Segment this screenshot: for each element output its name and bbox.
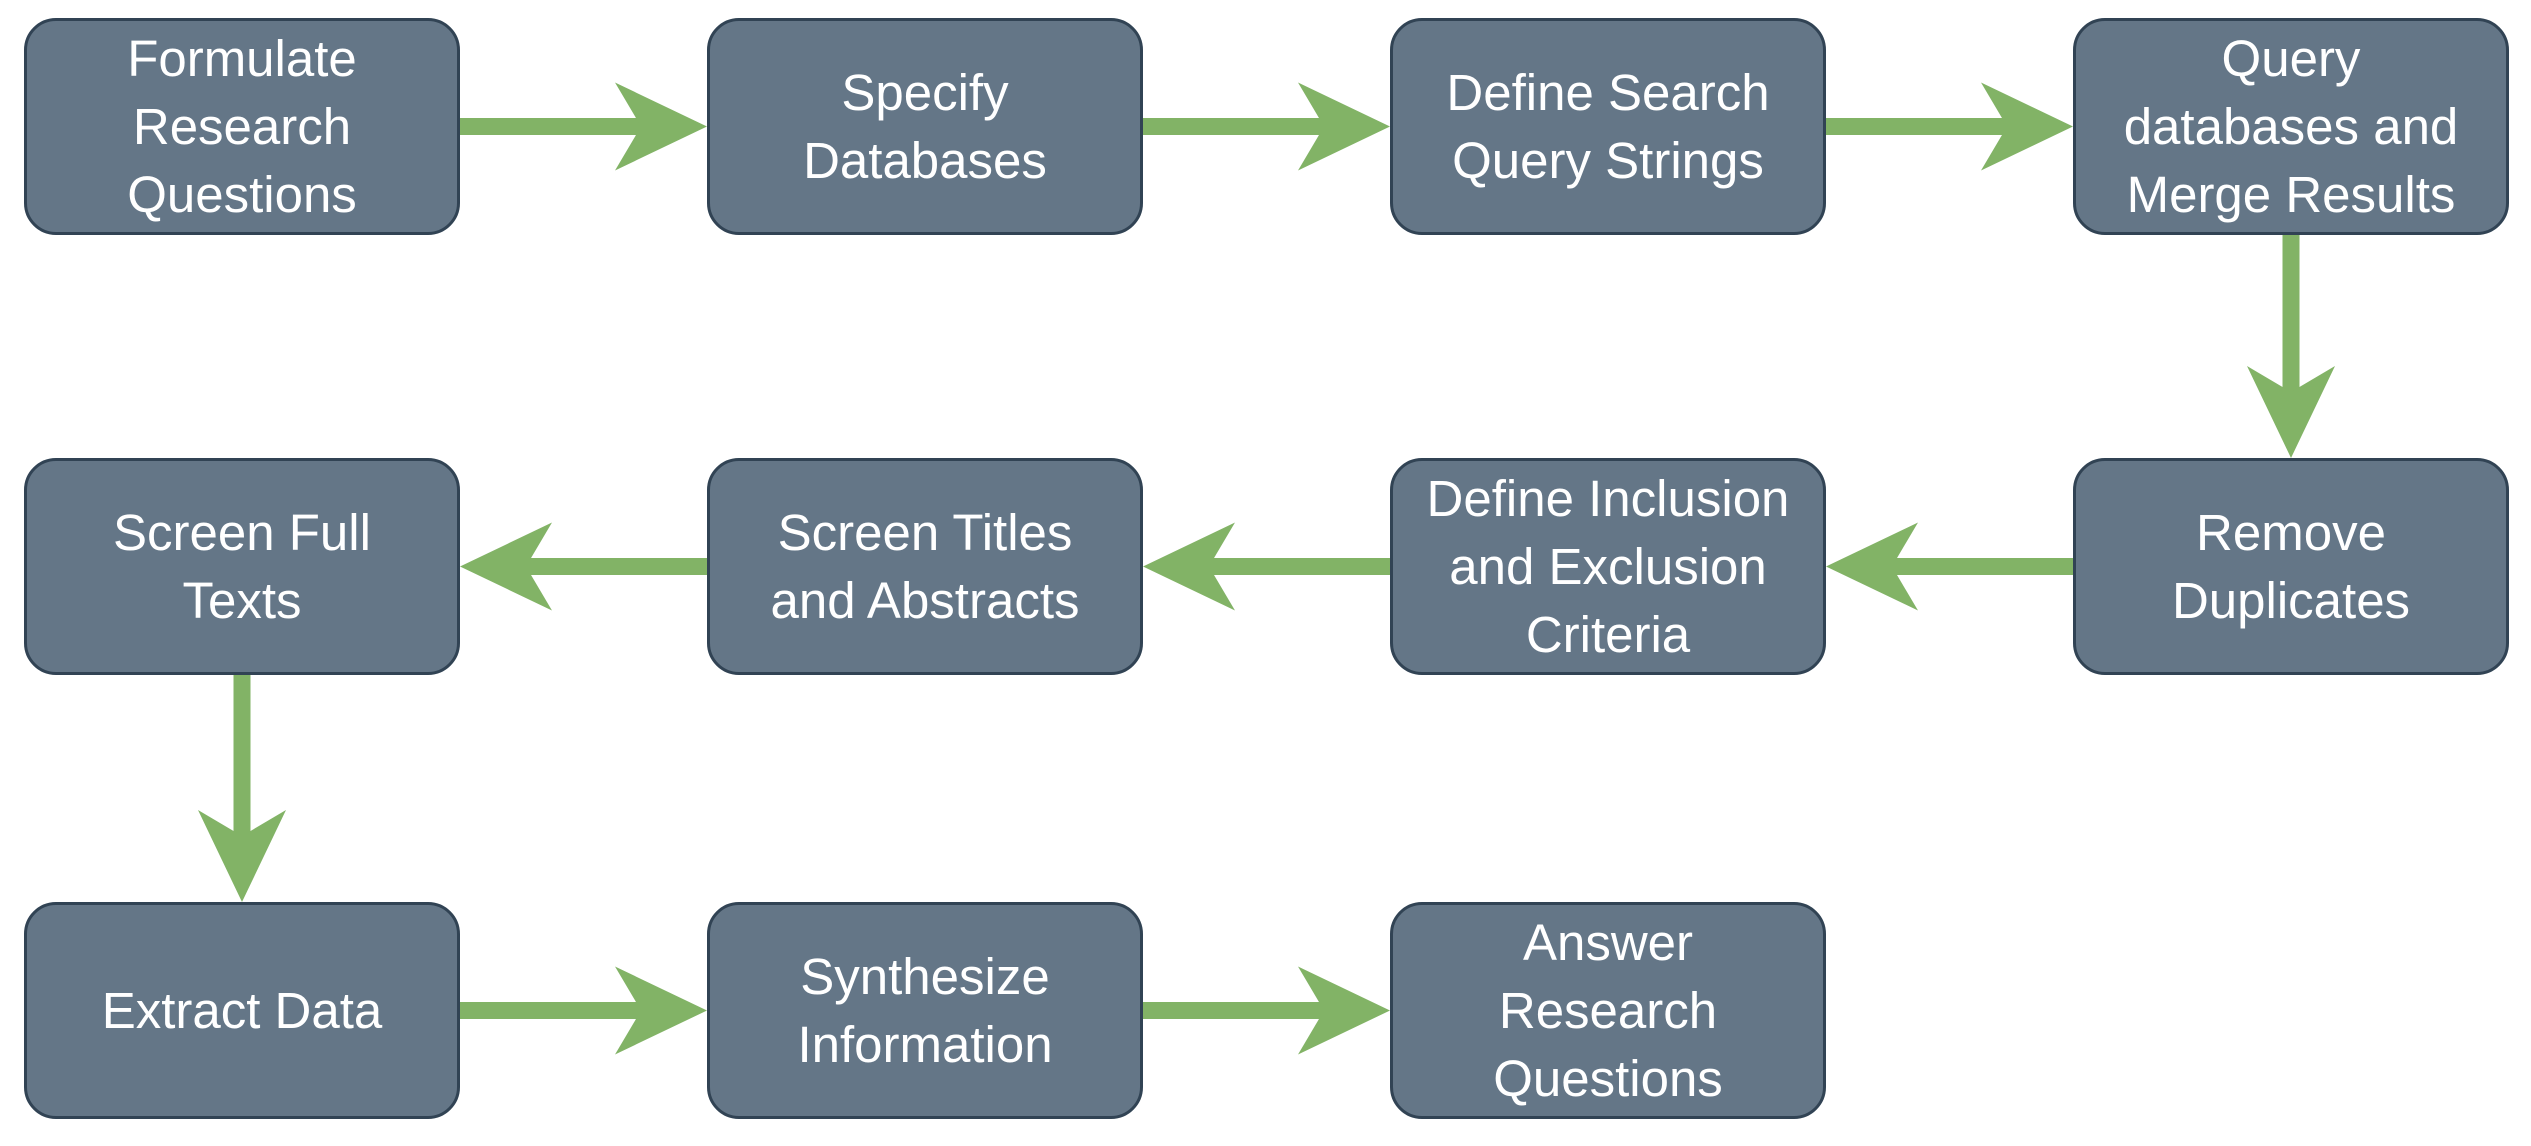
- arrowhead-icon: [1981, 82, 2073, 171]
- node-label: Extract Data: [101, 981, 383, 1039]
- node-define-inclusion-exclusion-criteria: Define Inclusion and Exclusion Criteria: [1390, 458, 1826, 675]
- arrowhead-icon: [1826, 522, 1918, 611]
- node-remove-duplicates: Remove Duplicates: [2073, 458, 2509, 675]
- node-query-databases-merge-results: Query databases and Merge Results: [2073, 18, 2509, 235]
- arrowhead-icon: [1143, 522, 1235, 611]
- arrowhead-icon: [615, 82, 707, 171]
- arrowhead-icon: [615, 966, 707, 1055]
- node-define-search-query-strings: Define Search Query Strings: [1390, 18, 1826, 235]
- node-label: Formulate Research Questions: [127, 29, 357, 223]
- node-label: Define Inclusion and Exclusion Criteria: [1426, 469, 1790, 663]
- node-extract-data: Extract Data: [24, 902, 460, 1119]
- arrowhead-icon: [1298, 966, 1390, 1055]
- node-label: Remove Duplicates: [2171, 503, 2411, 629]
- node-label: Specify Databases: [803, 63, 1047, 189]
- node-synthesize-information: Synthesize Information: [707, 902, 1143, 1119]
- node-label: Screen Full Texts: [113, 503, 371, 629]
- arrowhead-icon: [2247, 366, 2335, 458]
- node-screen-full-texts: Screen Full Texts: [24, 458, 460, 675]
- node-label: Define Search Query Strings: [1446, 63, 1770, 189]
- arrowhead-icon: [460, 522, 552, 611]
- node-answer-research-questions: Answer Research Questions: [1390, 902, 1826, 1119]
- node-label: Answer Research Questions: [1493, 913, 1723, 1107]
- arrowhead-icon: [198, 810, 286, 902]
- node-formulate-research-questions: Formulate Research Questions: [24, 18, 460, 235]
- node-label: Synthesize Information: [797, 947, 1053, 1073]
- node-label: Screen Titles and Abstracts: [770, 503, 1080, 629]
- node-screen-titles-abstracts: Screen Titles and Abstracts: [707, 458, 1143, 675]
- node-specify-databases: Specify Databases: [707, 18, 1143, 235]
- node-label: Query databases and Merge Results: [2123, 29, 2459, 223]
- arrowhead-icon: [1298, 82, 1390, 171]
